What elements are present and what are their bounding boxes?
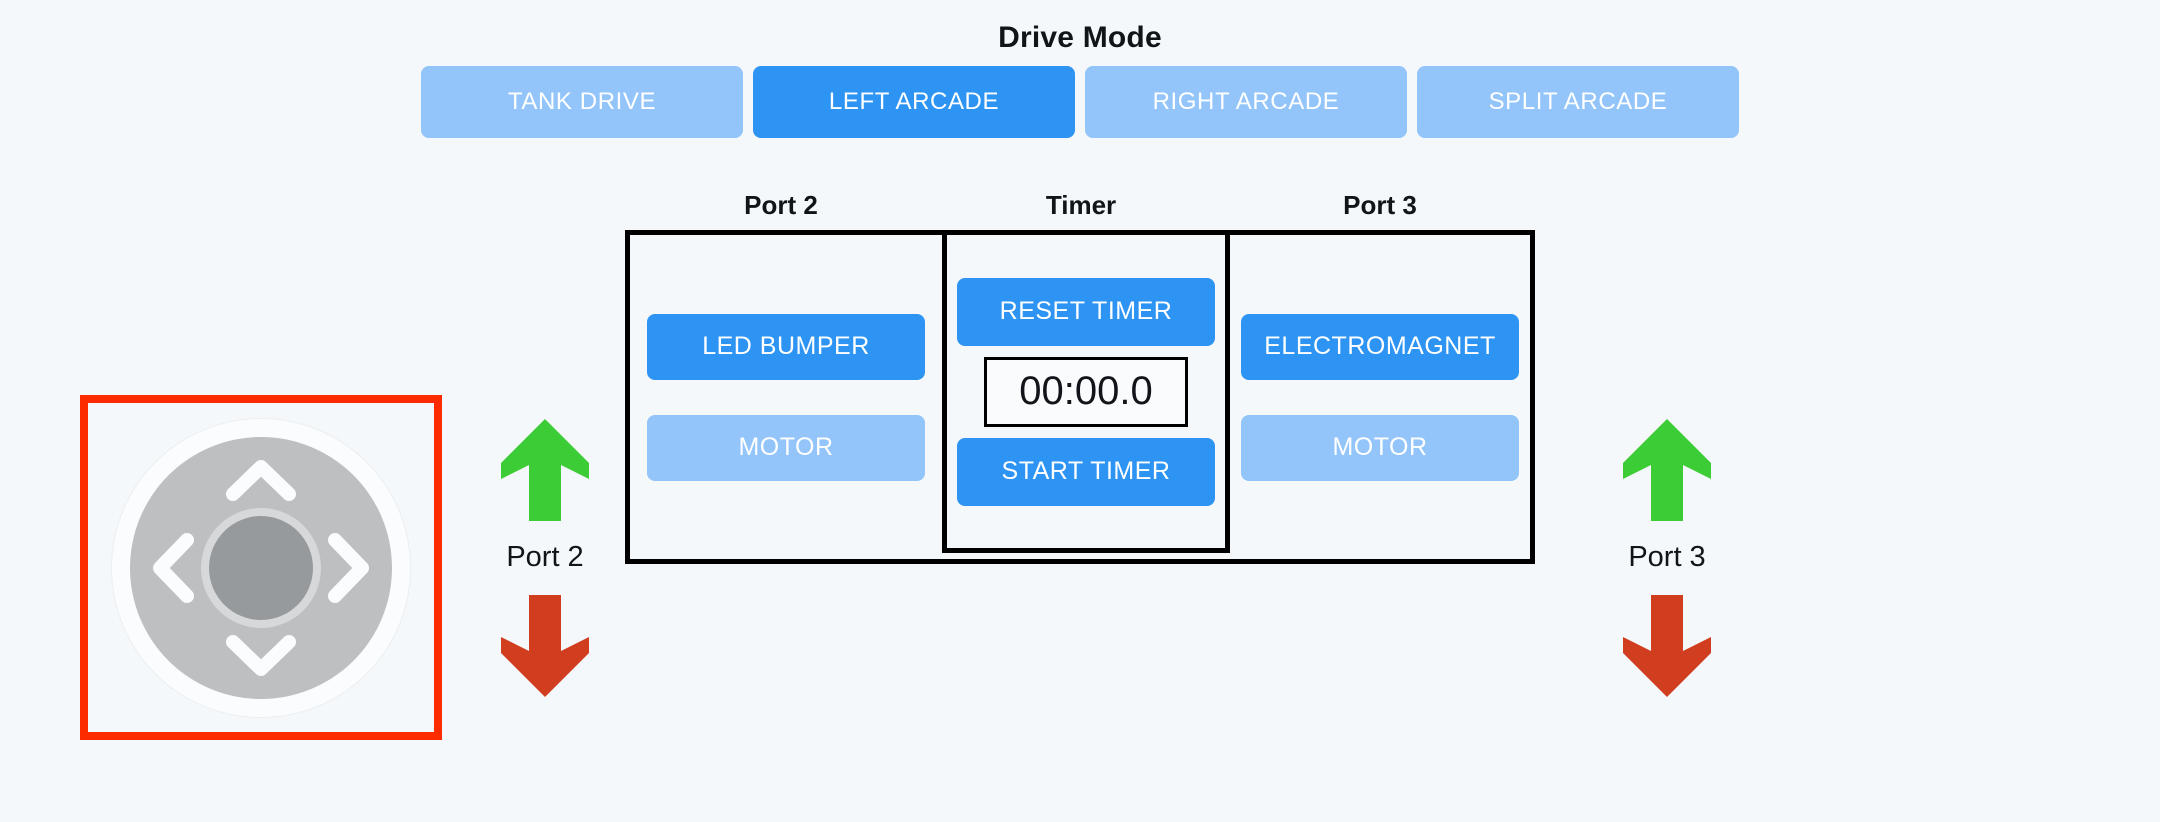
chevron-up-icon[interactable] xyxy=(223,448,299,524)
reset-timer-button[interactable]: RESET TIMER xyxy=(957,277,1215,346)
panel-header-port2: Port 2 xyxy=(744,190,818,220)
drive-mode-title: Drive Mode xyxy=(998,21,1162,54)
panel-header-port3: Port 3 xyxy=(1343,190,1417,220)
dpad-joystick[interactable] xyxy=(111,417,411,718)
chevron-down-icon[interactable] xyxy=(223,612,299,688)
drive-mode-right-arcade-button[interactable]: RIGHT ARCADE xyxy=(1085,66,1407,138)
arrow-up-icon[interactable] xyxy=(1621,415,1713,525)
drive-mode-left-arcade-button[interactable]: LEFT ARCADE xyxy=(753,66,1075,138)
control-panel-wrapper: Port 2 Timer Port 3 LED BUMPER MOTOR RES… xyxy=(625,188,1535,564)
drive-mode-tank-drive-button[interactable]: TANK DRIVE xyxy=(421,66,743,138)
drive-mode-split-arcade-button[interactable]: SPLIT ARCADE xyxy=(1417,66,1739,138)
drive-mode-section: Drive Mode TANK DRIVE LEFT ARCADE RIGHT … xyxy=(0,0,2160,138)
electromagnet-button[interactable]: ELECTROMAGNET xyxy=(1241,313,1519,380)
arrow-down-icon[interactable] xyxy=(499,591,591,701)
panel-column-port2: LED BUMPER MOTOR xyxy=(630,235,942,559)
panel-header-row: Port 2 Timer Port 3 xyxy=(625,188,1535,230)
port3-motor-button[interactable]: MOTOR xyxy=(1241,414,1519,481)
timer-display: 00:00.0 xyxy=(984,356,1188,427)
start-timer-button[interactable]: START TIMER xyxy=(957,437,1215,506)
chevron-left-icon[interactable] xyxy=(141,530,217,606)
arrow-down-icon[interactable] xyxy=(1621,591,1713,701)
drive-mode-button-group: TANK DRIVE LEFT ARCADE RIGHT ARCADE SPLI… xyxy=(0,66,2160,138)
chevron-right-icon[interactable] xyxy=(305,530,381,606)
dpad-selection-frame[interactable] xyxy=(80,395,442,740)
port2-arrow-group: Port 2 xyxy=(460,415,630,701)
control-panel: LED BUMPER MOTOR RESET TIMER 00:00.0 STA… xyxy=(625,230,1535,564)
panel-column-timer: RESET TIMER 00:00.0 START TIMER xyxy=(942,235,1230,553)
arrow-up-icon[interactable] xyxy=(499,415,591,525)
led-bumper-button[interactable]: LED BUMPER xyxy=(647,313,925,380)
port2-motor-button[interactable]: MOTOR xyxy=(647,414,925,481)
port2-label: Port 2 xyxy=(506,541,584,573)
panel-header-timer: Timer xyxy=(1045,190,1117,220)
panel-column-port3: ELECTROMAGNET MOTOR xyxy=(1230,235,1530,559)
port3-label: Port 3 xyxy=(1628,541,1706,573)
port3-arrow-group: Port 3 xyxy=(1582,415,1752,701)
dpad-center-knob[interactable] xyxy=(209,515,313,620)
